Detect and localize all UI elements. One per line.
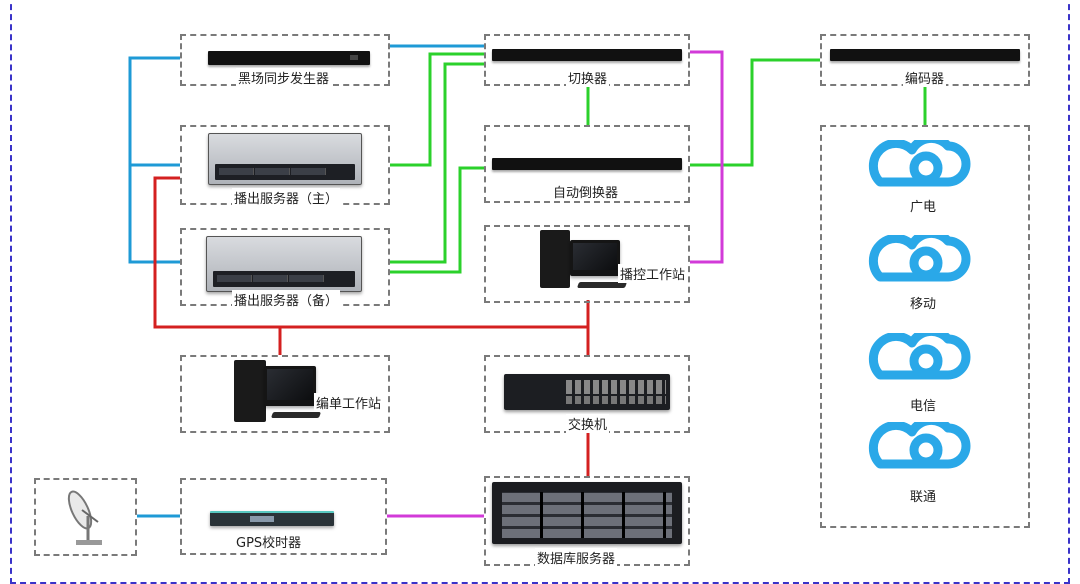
playout-server-main-device	[208, 133, 362, 185]
database-server-label: 数据库服务器	[535, 548, 618, 567]
pc-keyboard	[270, 412, 322, 418]
sync-generator-label: 黑场同步发生器	[236, 68, 332, 87]
playout-control-station-box	[484, 225, 690, 303]
server-front-panel	[215, 164, 355, 180]
green-link-auto-encoder	[690, 58, 820, 167]
pc-tower	[234, 360, 266, 422]
sync-generator-device	[208, 51, 370, 65]
pc-monitor	[570, 240, 620, 276]
cloud-icon	[868, 235, 971, 282]
green-link-backup-auto	[390, 166, 484, 274]
cloud-label: 联通	[908, 486, 939, 505]
cloud-icon	[868, 422, 971, 469]
gps-timer-device	[210, 511, 334, 526]
editing-station-box	[180, 355, 390, 433]
database-server-device	[492, 482, 682, 544]
playout-server-backup-label: 播出服务器（备）	[232, 290, 341, 309]
switcher-label: 切换器	[566, 68, 610, 87]
encoder-device	[830, 49, 1020, 61]
auto-changeover-device	[492, 158, 682, 170]
green-link-main-switcher	[390, 52, 484, 167]
network-switch-device	[504, 374, 670, 410]
cloud-item: 广电	[862, 140, 972, 215]
magenta-link-switcher-station	[690, 50, 724, 264]
cloud-label: 移动	[908, 293, 939, 312]
gps-timer-box	[180, 478, 387, 555]
cloud-label: 广电	[908, 196, 939, 215]
encoder-label: 编码器	[903, 68, 947, 87]
cloud-item: 电信	[862, 333, 972, 414]
green-link-backup-switcher	[390, 62, 484, 264]
playout-server-backup-device	[206, 236, 362, 292]
network-switch-label: 交换机	[566, 414, 610, 433]
satellite-dish-icon	[67, 490, 102, 545]
pc-tower	[540, 230, 570, 288]
pc-monitor	[264, 366, 316, 406]
playout-control-station-label: 播控工作站	[618, 264, 688, 283]
red-link-main-bus	[153, 176, 590, 329]
auto-changeover-label: 自动倒换器	[551, 182, 621, 201]
cloud-icon	[868, 333, 971, 380]
carriers-box	[820, 125, 1030, 528]
editing-station-label: 编单工作站	[314, 393, 384, 412]
switcher-device	[492, 49, 682, 61]
cloud-icon	[868, 140, 971, 187]
server-front-panel	[213, 271, 355, 287]
device-led	[350, 55, 358, 60]
gps-timer-label: GPS校时器	[234, 532, 304, 551]
playout-server-main-label: 播出服务器（主）	[232, 188, 341, 207]
auto-changeover-box	[484, 125, 690, 203]
cloud-label: 电信	[908, 395, 939, 414]
cloud-item: 联通	[862, 422, 972, 505]
satellite-dish-box	[34, 478, 137, 556]
cloud-item: 移动	[862, 235, 972, 312]
